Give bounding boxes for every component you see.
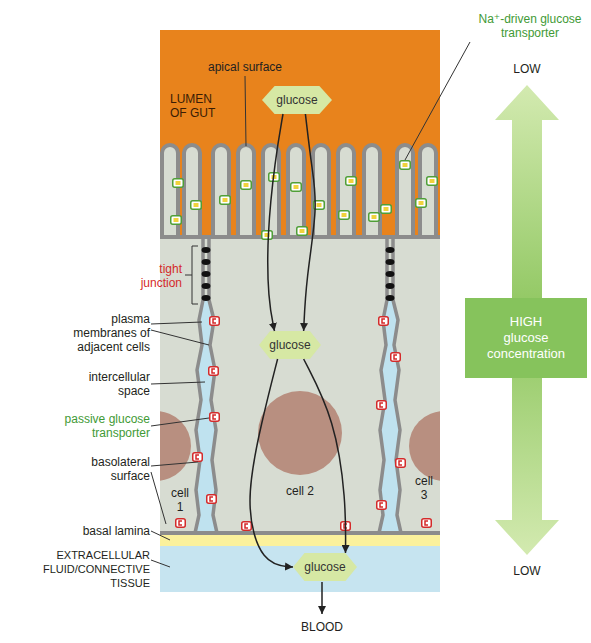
passive-transporter [210,317,220,326]
surface-label: apical surface [195,60,295,74]
plasma-membrane [195,238,203,533]
basal-membrane [160,531,440,535]
hexagon-fill [293,553,357,581]
concentration-box: HIGH glucose concentration [465,298,587,378]
na-transporter [400,161,411,170]
na-transporter [369,213,380,222]
junction-dot [202,295,211,301]
na-transporter [346,177,357,186]
passive-transporter [422,519,432,528]
level-label: LOW [497,62,557,76]
leader-line [151,472,166,524]
apical-membrane [178,235,184,239]
node-text: glucose [276,93,317,107]
cell-label: cell 3 [412,474,436,502]
leader-line [405,42,470,160]
node-text: HIGH glucose concentration [465,314,587,362]
extracellular-fluid [160,546,440,592]
leader-line [151,382,205,384]
membrane-label: plasma membranes of adjacent cells [50,312,150,354]
cell-body [160,237,440,535]
na-transporter [173,179,184,188]
flow-arrow [304,114,316,331]
na-transporter [291,183,302,192]
glucose-hexagon: glucose [293,553,357,581]
passive-transporter [377,401,387,410]
passive-transporter [210,413,220,422]
na-transporter [262,231,273,240]
flow-arrow [250,359,293,567]
node-text: glucose [269,338,310,352]
junction-dot [202,259,211,265]
leader-line [151,531,170,540]
lamina-label: basal lamina [50,524,150,538]
junction-dot [202,283,211,289]
plasma-membrane [393,238,401,533]
leader-line [185,275,192,276]
na-transporter [314,201,325,210]
space-label: intercellular space [80,370,150,398]
cell-label: cell 1 [168,486,192,514]
passive-transporter [377,501,387,510]
passive-transporter [209,367,219,376]
passive-transporter [242,522,252,531]
region-label: LUMEN OF GUT [170,92,225,120]
nucleus [409,411,440,481]
na-transporter [269,173,280,182]
surface-label: basolateral surface [70,455,150,483]
junction-dot [386,247,395,253]
leader-line [151,322,202,324]
junction-dot [202,247,211,253]
leader-line [151,330,209,345]
junction-dot [386,259,395,265]
passive-transporter [207,495,217,504]
nucleus [258,391,342,475]
junction-dot [386,271,395,277]
hexagon-fill [262,86,332,114]
flow-arrow [304,359,346,553]
region-label: EXTRACELLULAR FLUID/CONNECTIVE TISSUE [30,548,150,590]
transporter-label: Na⁺-driven glucose transporter [465,12,591,40]
destination-label: BLOOD [292,620,352,634]
flow-arrow [268,114,283,331]
level-label: LOW [497,564,557,578]
blood-arrow [321,582,323,614]
leader-line [151,418,209,426]
na-transporter [191,201,202,210]
na-transporter [171,216,182,225]
na-transporter [241,181,252,190]
junction-dot [386,283,395,289]
leader-line [151,462,198,466]
cell-label: cell 2 [280,484,320,498]
leader-line [151,560,170,567]
glucose-hexagon: glucose [259,331,321,359]
basal-lamina [160,535,440,546]
junction-label: tight junction [120,262,182,290]
junction-bracket [192,246,198,304]
plasma-membrane [379,238,387,533]
na-transporter [220,196,231,205]
passive-transporter [391,353,401,362]
passive-transporter [341,522,351,531]
glucose-hexagon: glucose [262,86,332,114]
junction-dot [202,271,211,277]
passive-transporter [396,459,406,468]
plasma-membrane [209,238,217,533]
na-transporter [381,205,392,214]
node-text: glucose [304,560,345,574]
passive-transporter [379,317,389,326]
na-transporter [297,227,308,236]
na-transporter [427,177,438,186]
leader-line [245,76,246,146]
transporter-label: passive glucose transporter [50,412,150,440]
passive-transporter [176,519,186,528]
hexagon-fill [259,331,321,359]
na-transporter [416,199,427,208]
na-transporter [339,211,350,220]
passive-transporter [193,453,203,462]
junction-dot [386,295,395,301]
